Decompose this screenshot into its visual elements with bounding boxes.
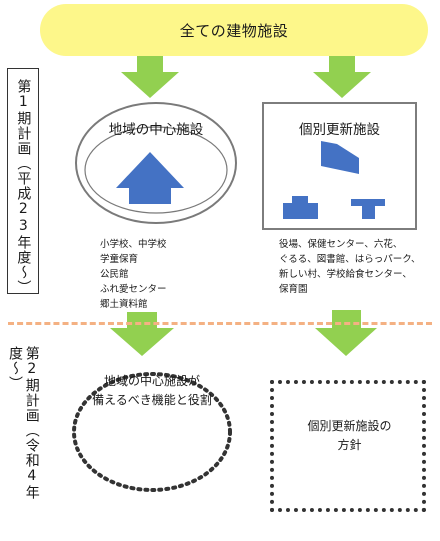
list-item: 学童保育 <box>100 254 139 265</box>
future-individual-box <box>270 380 426 512</box>
individual-facilities-box <box>262 102 417 230</box>
future-individual-text: 個別更新施設の 方針 <box>272 417 427 455</box>
list-item: ふれ愛センター <box>100 284 167 295</box>
phase2-label-box: 第2期計画（令和4年度〜） <box>7 336 40 526</box>
future-hub-line2: 備えるべき機能と役割 <box>92 393 212 407</box>
arrow-to-hub <box>121 56 179 98</box>
hub-outer-ellipse <box>75 102 237 224</box>
future-hub-text: 地域の中心施設が 備えるべき機能と役割 <box>73 372 231 410</box>
list-item: 郷土資料館 <box>100 299 148 310</box>
future-ind-line1: 個別更新施設の <box>307 419 392 433</box>
phase1-label: 第1期計画（平成23年度〜） <box>15 79 32 295</box>
building-slanted-icon <box>321 141 359 174</box>
list-item: 小学校、中学校 <box>100 239 167 250</box>
list-item: 公民館 <box>100 269 129 280</box>
individual-facility-list: 役場、保健センター、六花、 ぐるる、図書館、はらっパーク、 新しい村、学校給食セ… <box>279 237 429 297</box>
building-stepped-icon <box>283 196 318 219</box>
banner-label: 全ての建物施設 <box>179 21 289 40</box>
arrow-to-individual <box>313 56 371 98</box>
future-ind-line2: 方針 <box>337 438 362 452</box>
all-facilities-banner: 全ての建物施設 <box>40 4 428 56</box>
hub-title: 地域の中心施設 <box>108 122 204 138</box>
phase2-label: 第2期計画（令和4年度〜） <box>7 346 40 500</box>
hub-facility-list: 小学校、中学校 学童保育 公民館 ふれ愛センター 郷土資料館 <box>100 237 167 312</box>
house-icon <box>116 152 184 204</box>
phase-divider <box>8 322 432 325</box>
list-item: 新しい村、学校給食センター、 <box>279 269 412 280</box>
arrow-to-future-individual <box>315 310 377 356</box>
hub-inner-ellipse <box>84 126 228 214</box>
list-item: 役場、保健センター、六花、 <box>279 239 403 250</box>
building-tshape-icon <box>351 199 385 219</box>
list-item: 保育園 <box>279 284 308 295</box>
phase1-label-box: 第1期計画（平成23年度〜） <box>7 68 39 295</box>
individual-title: 個別更新施設 <box>299 122 380 138</box>
future-hub-ellipse <box>72 372 232 492</box>
arrow-to-future-hub <box>110 312 174 356</box>
future-hub-line1: 地域の中心施設が <box>103 374 200 388</box>
list-item: ぐるる、図書館、はらっパーク、 <box>279 254 421 265</box>
